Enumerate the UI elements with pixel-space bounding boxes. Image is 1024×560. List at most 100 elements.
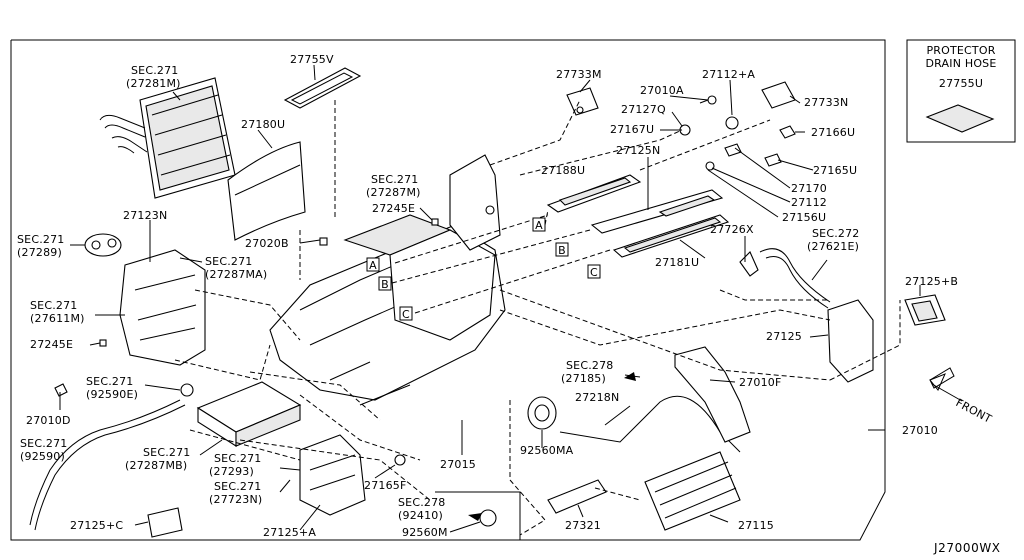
label-27621e: (27621E)	[807, 240, 859, 253]
label-27166u: 27166U	[811, 126, 855, 139]
inset-title-line2: DRAIN HOSE	[925, 57, 996, 70]
marker-a-box: A	[532, 217, 546, 232]
arrow-92560m-icon	[468, 513, 482, 521]
label-27723n: (27723N)	[209, 493, 262, 506]
part-labels: SEC.271 (27281M) 27755V 27180U 27733M 27…	[17, 53, 958, 539]
label-27165u: 27165U	[813, 164, 857, 177]
drain-hose-92590	[29, 399, 181, 526]
label-27287mb: (27287MB)	[125, 459, 187, 472]
marker-b-box: B	[555, 242, 569, 257]
marker-b-case: B	[378, 276, 392, 291]
label-27281m: (27281M)	[126, 77, 181, 90]
duct-27125b	[904, 294, 946, 326]
label-27293: (27293)	[209, 465, 254, 478]
fasteners	[54, 218, 497, 527]
label-27112a: 27112+A	[702, 68, 755, 81]
heater-core-27115	[644, 451, 741, 531]
duct-27125	[827, 299, 874, 383]
label-27125: 27125	[766, 330, 802, 343]
label-92590: (92590)	[20, 450, 65, 463]
actuator-27733n	[761, 81, 796, 109]
svg-text:C: C	[590, 266, 598, 279]
label-sec271-27289: SEC.271	[17, 233, 65, 246]
label-27611m: (27611M)	[30, 312, 85, 325]
label-92560m: 92560M	[402, 526, 448, 539]
label-sec271-27723n: SEC.271	[214, 480, 262, 493]
label-27156u: 27156U	[782, 211, 826, 224]
seal-27289	[84, 233, 122, 257]
marker-c-box: C	[587, 264, 601, 279]
inset-protector-drain-hose: PROTECTOR DRAIN HOSE 27755U	[906, 39, 1016, 143]
label-92590e: (92590E)	[86, 388, 138, 401]
air-door-27181u	[612, 214, 730, 258]
label-sec271-27611m: SEC.271	[30, 299, 78, 312]
label-27125b: 27125+B	[905, 275, 958, 288]
arrow-27185-icon	[624, 372, 636, 381]
label-27287ma: (27287MA)	[205, 268, 267, 281]
label-sec271-27287ma: SEC.271	[205, 255, 253, 268]
duct-27287m	[449, 154, 501, 251]
dashed-assembly-lines	[174, 99, 901, 536]
label-27010d: 27010D	[26, 414, 71, 427]
label-sec271-92590: SEC.271	[20, 437, 68, 450]
label-sec278-92410: SEC.278	[398, 496, 446, 509]
lower-case-27125a	[299, 434, 366, 516]
gasket-27755v	[283, 67, 362, 109]
label-27170: 27170	[791, 182, 827, 195]
label-27125c: 27125+C	[70, 519, 123, 532]
label-27010f: 27010F	[739, 376, 782, 389]
label-sec271-27281m: SEC.271	[131, 64, 179, 77]
label-27188u: 27188U	[541, 164, 585, 177]
svg-text:A: A	[369, 259, 377, 272]
inset-title-line1: PROTECTOR	[926, 44, 995, 57]
label-27289: (27289)	[17, 246, 62, 259]
label-27112: 27112	[791, 196, 827, 209]
label-27287m: (27287M)	[366, 186, 421, 199]
label-sec271-92590e: SEC.271	[86, 375, 134, 388]
label-27010: 27010	[902, 424, 938, 437]
label-27125a: 27125+A	[263, 526, 316, 539]
label-sec278-27185: SEC.278	[566, 359, 614, 372]
label-27010a: 27010A	[640, 84, 684, 97]
link-parts	[679, 95, 796, 171]
label-27020b: 27020B	[245, 237, 289, 250]
label-27015: 27015	[440, 458, 476, 471]
heater-pipe	[559, 395, 741, 453]
label-27726x: 27726X	[710, 223, 754, 236]
air-door-27125n	[590, 189, 724, 234]
label-27733m: 27733M	[556, 68, 602, 81]
label-27755v: 27755V	[290, 53, 334, 66]
filter-panel-27180u	[227, 141, 306, 241]
label-27115: 27115	[738, 519, 774, 532]
marker-c-case: C	[399, 306, 413, 321]
air-door-27188u	[546, 174, 642, 213]
drain-hose-protector-pad	[925, 104, 995, 133]
grommet-92560ma	[527, 396, 557, 430]
actuator-27733m	[566, 87, 599, 116]
label-27733n: 27733N	[804, 96, 848, 109]
seal-27321	[547, 479, 607, 514]
svg-text:B: B	[558, 244, 566, 257]
label-27125n: 27125N	[616, 144, 660, 157]
marker-a-case: A	[366, 257, 380, 272]
blower-case-27123n	[119, 249, 206, 366]
label-sec271-27287mb: SEC.271	[143, 446, 191, 459]
front-arrow-icon: FRONT	[929, 367, 994, 426]
grille-27125c	[147, 507, 183, 538]
label-27245e-top: 27245E	[372, 202, 415, 215]
label-27185: (27185)	[561, 372, 606, 385]
label-sec272: SEC.272	[812, 227, 860, 240]
label-27321: 27321	[565, 519, 601, 532]
filter-27287mb	[196, 381, 302, 447]
label-92560ma: 92560MA	[520, 444, 574, 457]
label-sec271-27293: SEC.271	[214, 452, 262, 465]
label-27245e-left: 27245E	[30, 338, 73, 351]
diagram-code: J27000WX	[933, 541, 1001, 555]
svg-text:B: B	[381, 278, 389, 291]
label-27127q: 27127Q	[621, 103, 666, 116]
svg-text:A: A	[535, 219, 543, 232]
front-label: FRONT	[954, 396, 994, 426]
label-27123n: 27123N	[123, 209, 167, 222]
inset-part-number: 27755U	[939, 77, 983, 90]
